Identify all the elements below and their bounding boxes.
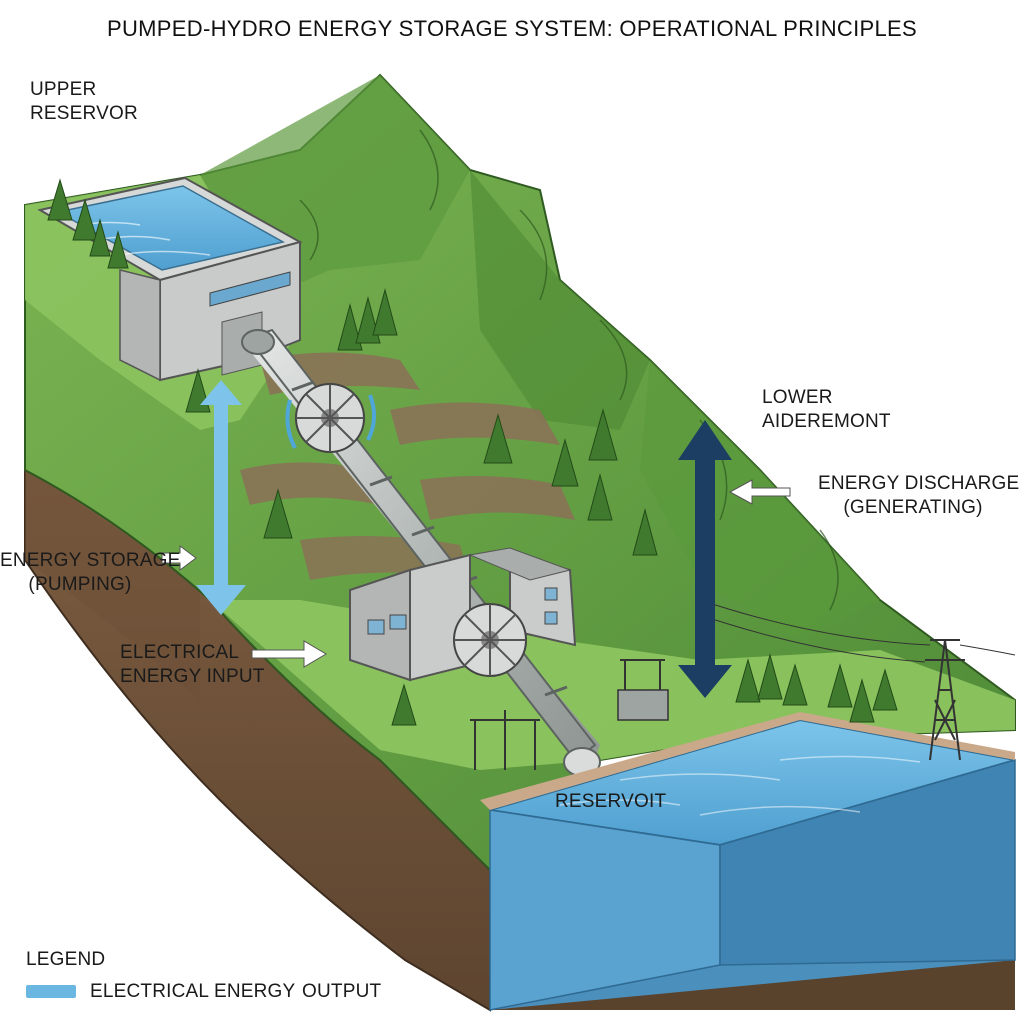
upper-reservoir-label: UPPER RESERVOR (30, 78, 138, 126)
energy-discharge-label: ENERGY DISCHARGE (GENERATING) (818, 472, 1020, 520)
label-line: AIDEREMONT (762, 411, 891, 432)
legend-item-output: OUTPUT (302, 981, 382, 1002)
label-line: (PUMPING) (28, 574, 132, 595)
upper-turbine-icon (285, 383, 376, 453)
energy-storage-label: ENERGY STORAGE (PUMPING) (0, 549, 181, 597)
label-line: ENERGY INPUT (120, 666, 265, 687)
transformer-icon (470, 659, 669, 770)
page-title: PUMPED-HYDRO ENERGY STORAGE SYSTEM: OPER… (107, 16, 917, 41)
transmission-tower-icon (699, 599, 1016, 761)
powerhouse (349, 547, 577, 682)
label-line: ENERGY STORAGE (0, 550, 181, 571)
label-line: UPPER (30, 79, 97, 100)
label-line: LOWER (762, 387, 833, 408)
label-line: RESERVOR (30, 103, 138, 124)
legend-title: LEGEND (26, 949, 106, 970)
pointer-arrows (161, 479, 791, 668)
upper-reservoir (37, 176, 303, 382)
lower-label: LOWER AIDEREMONT (762, 386, 891, 434)
label-line: ENERGY DISCHARGE (818, 473, 1020, 494)
legend-item-label: ELECTRICAL ENERGY (90, 981, 296, 1002)
lower-reservoir (480, 712, 1016, 1011)
label-line: (GENERATING) (843, 497, 983, 518)
energy-storage-arrow (196, 380, 246, 615)
label-line: ELECTRICAL (120, 642, 240, 663)
energy-discharge-arrow (678, 420, 732, 698)
electrical-energy-input-label: ELECTRICAL ENERGY INPUT (120, 641, 265, 689)
tree-icon (47, 178, 898, 726)
legend-swatch (26, 985, 76, 998)
reservoir-label: RESERVOIT (555, 791, 667, 812)
